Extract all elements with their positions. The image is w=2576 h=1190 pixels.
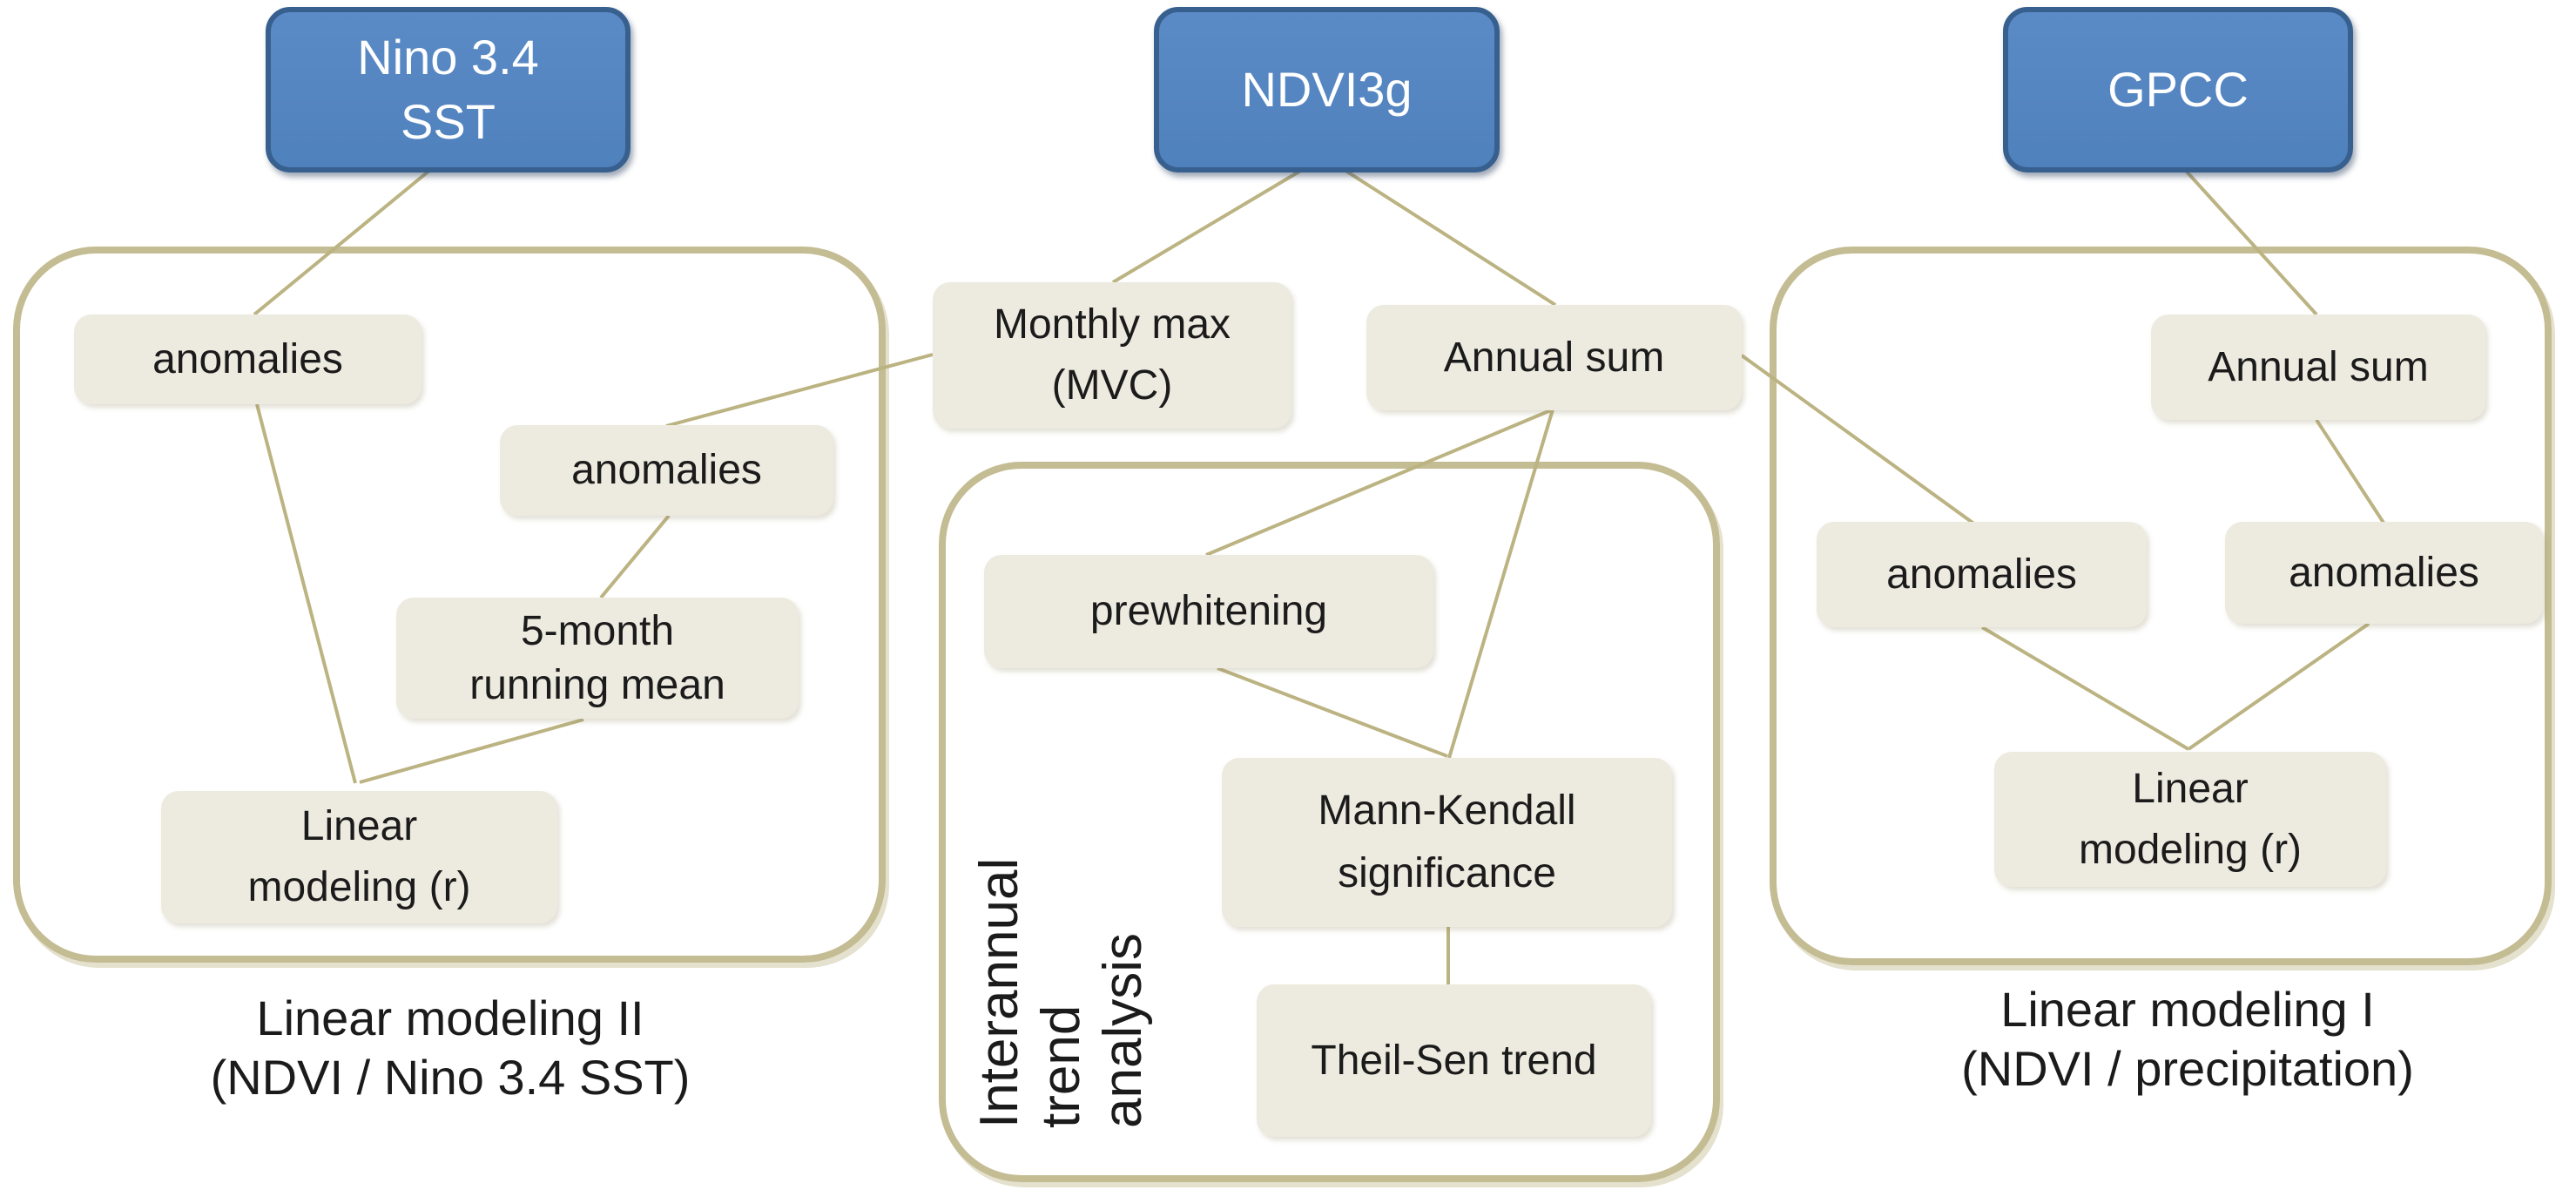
caption-interannual-trend-analysis: Interannual trend analysis: [968, 762, 1154, 1128]
source-box-gpcc-label: GPCC: [2107, 62, 2249, 117]
process-box-5-month-running-mean-line2: running mean: [469, 661, 725, 708]
source-box-nino-34-sst-label-line2: SST: [401, 94, 496, 149]
source-box-ndvi3g: NDVI3g: [1154, 7, 1500, 172]
group-linear-modeling-2: [13, 247, 886, 963]
process-box-linear-modeling-1: Linear modeling (r): [1994, 752, 2386, 887]
process-box-linear-modeling-1-line2: modeling (r): [2078, 826, 2303, 873]
connector-gpcc-to-annual-sum: [2175, 159, 2318, 316]
connector-annual-sum-to-right-anomalies: [1740, 354, 1977, 526]
caption-linear-modeling-1: Linear modeling I (NDVI / precipitation): [1839, 980, 2536, 1099]
process-box-linear-modeling-1-line1: Linear: [2132, 765, 2249, 812]
connector-anomalies-to-linear-modeling-2: [255, 403, 357, 784]
process-box-annual-sum-ndvi-label: Annual sum: [1443, 334, 1665, 381]
process-box-mann-kendall-line1: Mann-Kendall: [1318, 788, 1576, 834]
connector-nino-to-anomalies: [253, 160, 442, 316]
process-box-precip-anomalies: anomalies: [2225, 522, 2543, 624]
process-box-precip-anomalies-label: anomalies: [2289, 549, 2479, 596]
caption-interannual-line1: Interannual: [969, 857, 1029, 1128]
caption-linear-modeling-2-line1: Linear modeling II: [256, 991, 644, 1045]
caption-linear-modeling-2-line2: (NDVI / Nino 3.4 SST): [210, 1050, 691, 1105]
source-box-ndvi3g-label: NDVI3g: [1241, 62, 1413, 117]
process-box-ndvi-monthly-anomalies-label: anomalies: [571, 447, 762, 493]
group-interannual-trend-analysis: [939, 462, 1720, 1182]
source-box-nino-34-sst: Nino 3.4 SST: [266, 7, 631, 172]
process-box-annual-sum-ndvi: Annual sum: [1366, 305, 1742, 410]
group-linear-modeling-1: [1770, 247, 2552, 965]
connector-annual-sum-to-prewhitening: [1205, 408, 1554, 557]
source-box-nino-34-sst-label-line1: Nino 3.4: [357, 30, 539, 85]
caption-linear-modeling-1-line1: Linear modeling I: [2000, 982, 2375, 1037]
process-box-annual-sum-gpcc-label: Annual sum: [2208, 343, 2429, 390]
process-box-linear-modeling-2: Linear modeling (r): [161, 791, 557, 923]
process-box-prewhitening: prewhitening: [984, 555, 1433, 668]
process-box-mann-kendall-line2: significance: [1338, 850, 1556, 896]
caption-linear-modeling-1-line2: (NDVI / precipitation): [1961, 1041, 2414, 1096]
source-box-gpcc: GPCC: [2003, 7, 2353, 172]
process-box-mann-kendall-significance: Mann-Kendall significance: [1222, 758, 1672, 927]
process-box-linear-modeling-2-line2: modeling (r): [247, 864, 471, 910]
process-box-monthly-max-mvc-line2: (MVC): [1051, 362, 1173, 409]
connector-anomalies-to-linear-modeling-1-right: [2187, 622, 2370, 751]
process-box-ndvi-annual-anomalies: anomalies: [1817, 522, 2147, 627]
process-box-theil-sen-trend-label: Theil-Sen trend: [1311, 1037, 1597, 1084]
connector-annual-sum-to-mann-kendall: [1447, 409, 1554, 759]
connector-ndvi-to-monthly-max: [1111, 159, 1318, 284]
process-box-ndvi-annual-anomalies-label: anomalies: [1886, 551, 2077, 598]
process-box-sst-anomalies-label: anomalies: [152, 335, 343, 382]
connector-running-mean-to-linear-modeling-2: [359, 718, 584, 784]
process-box-ndvi-monthly-anomalies: anomalies: [500, 425, 833, 516]
process-box-5-month-running-mean: 5-month running mean: [396, 598, 799, 719]
process-box-sst-anomalies: anomalies: [74, 314, 421, 404]
process-box-monthly-max-mvc: Monthly max (MVC): [933, 282, 1291, 429]
connector-annual-sum-to-precip-anomalies: [2315, 418, 2385, 524]
caption-linear-modeling-2: Linear modeling II (NDVI / Nino 3.4 SST): [102, 989, 799, 1107]
process-box-linear-modeling-2-line1: Linear: [300, 803, 418, 849]
caption-interannual-line3: analysis: [1093, 933, 1153, 1128]
process-box-annual-sum-gpcc: Annual sum: [2151, 314, 2485, 420]
caption-interannual-line2: trend: [1031, 1004, 1091, 1128]
process-box-theil-sen-trend: Theil-Sen trend: [1257, 984, 1651, 1137]
connector-ndvi-to-annual-sum: [1329, 159, 1557, 307]
connector-monthly-max-to-anomalies: [665, 353, 934, 428]
connector-prewhitening-to-mann-kendall: [1217, 666, 1448, 758]
process-box-5-month-running-mean-line1: 5-month: [520, 607, 675, 654]
connector-anomalies-to-running-mean: [599, 514, 671, 599]
process-box-prewhitening-label: prewhitening: [1089, 588, 1328, 634]
process-box-monthly-max-mvc-line1: Monthly max: [993, 301, 1231, 348]
connector-anomalies-to-linear-modeling-1-left: [1980, 625, 2190, 751]
